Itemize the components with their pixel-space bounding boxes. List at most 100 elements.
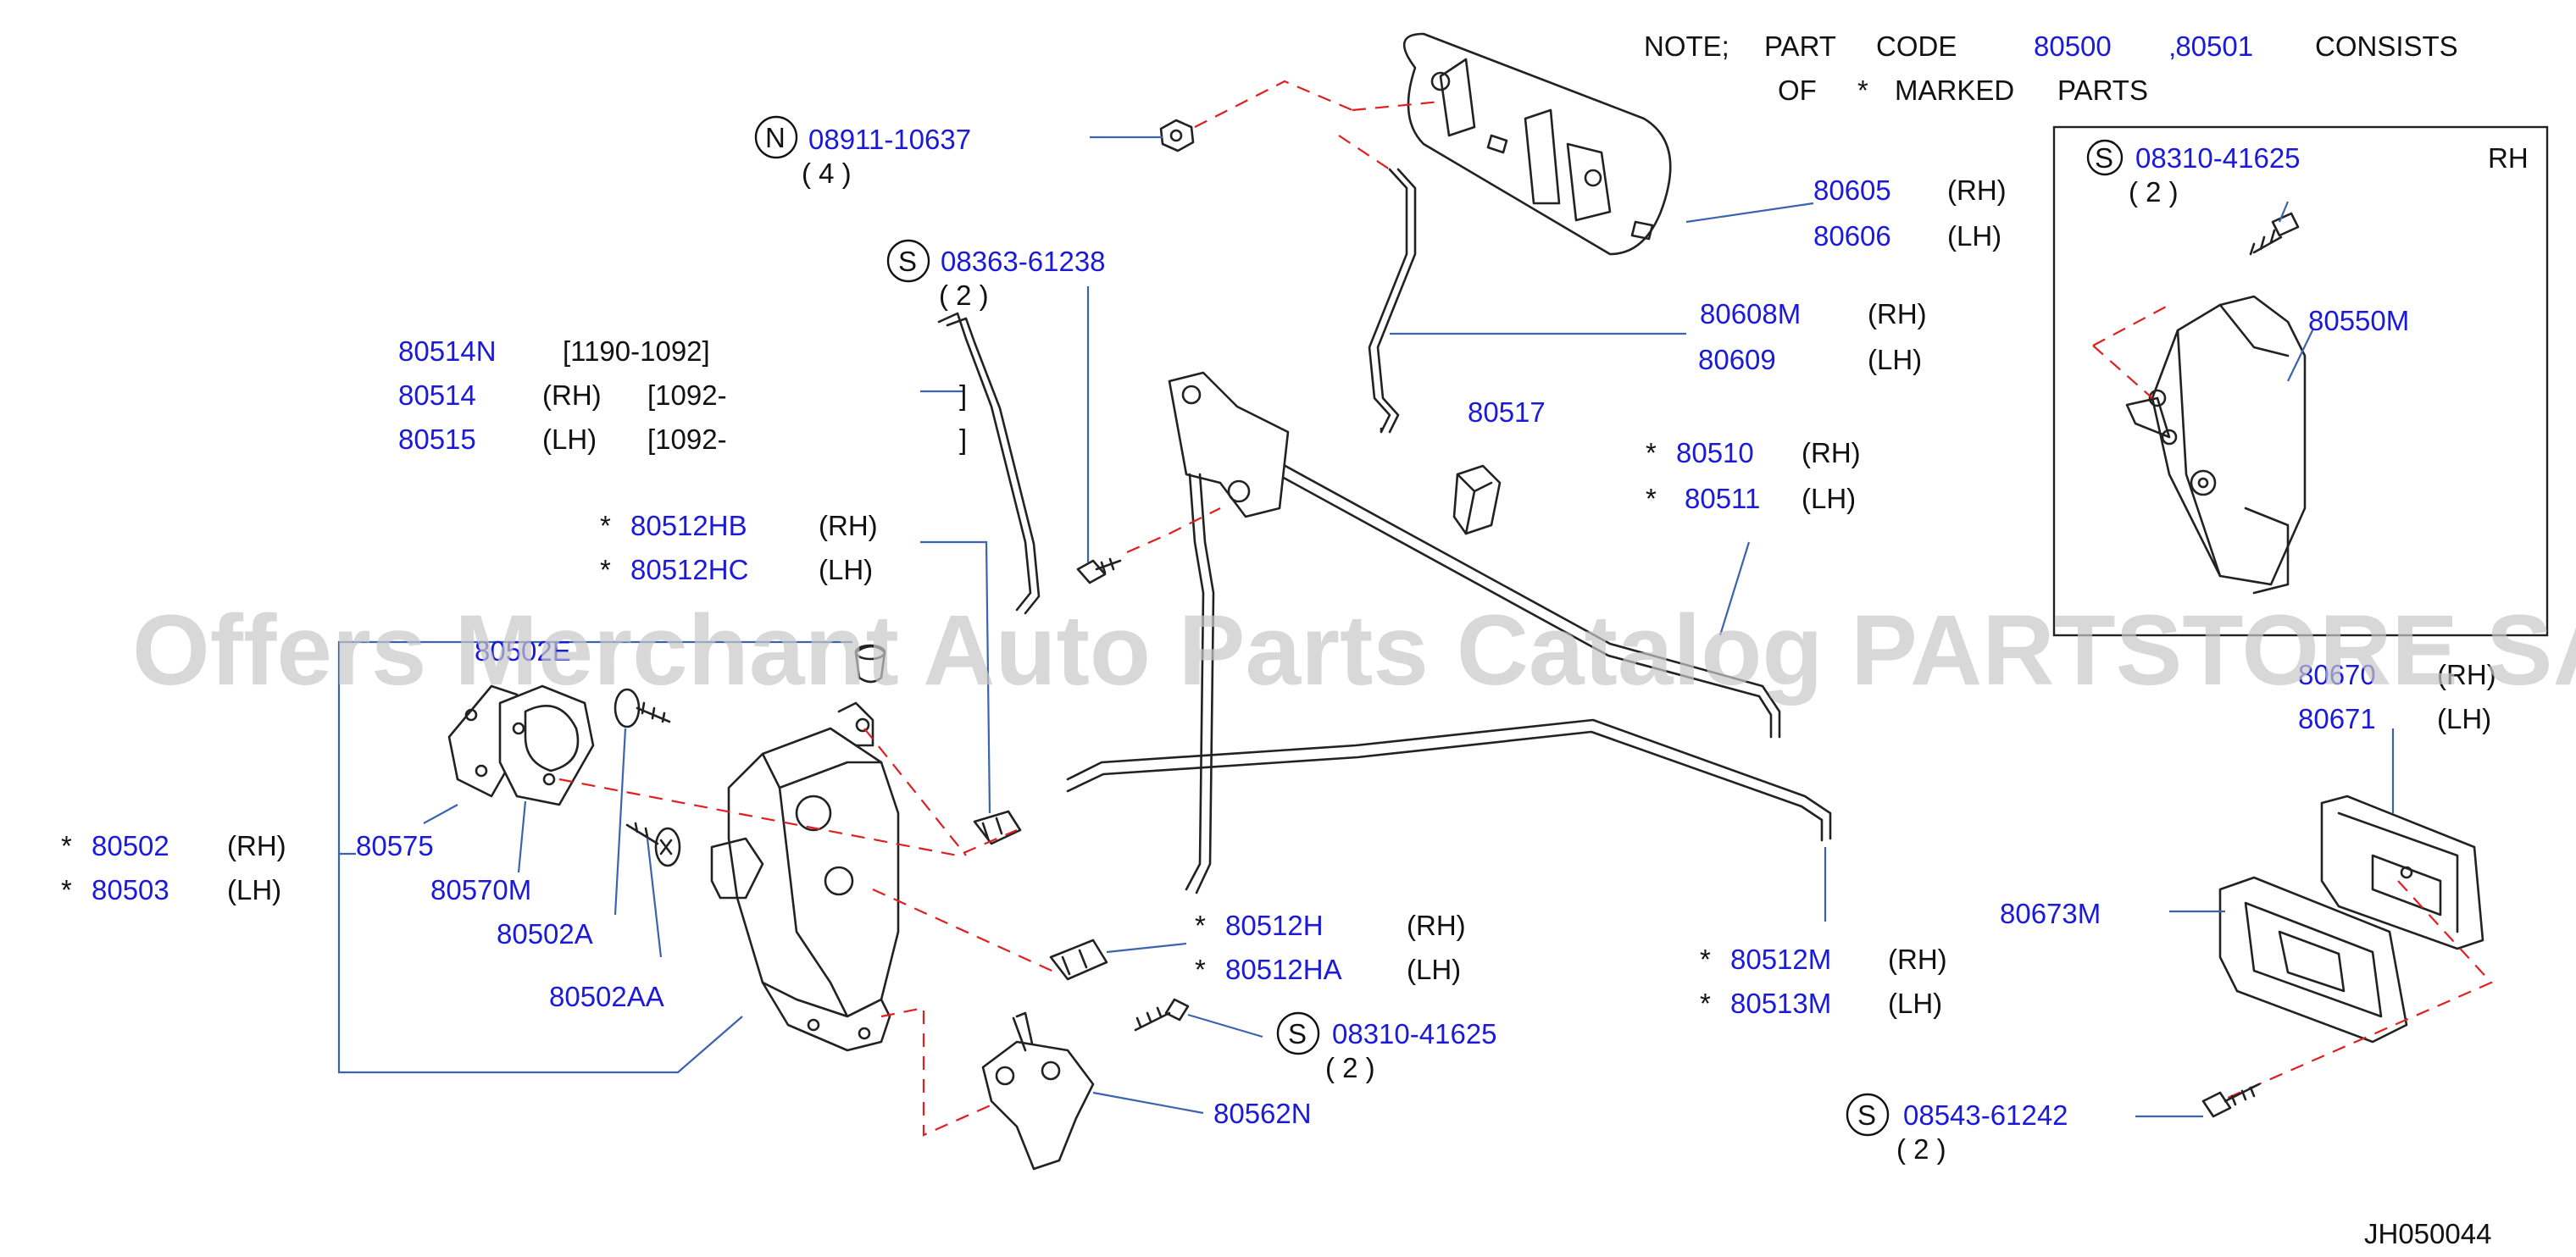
rh-80605: (RH): [1947, 174, 2007, 206]
dash-08363: [1126, 507, 1221, 554]
n-circle-icon: [754, 115, 798, 159]
qty-08310-lower: ( 2 ): [1325, 1052, 1375, 1083]
s-mark-08543: S: [1857, 1099, 1876, 1131]
lh-80511: (LH): [1802, 483, 1856, 514]
leader-80502AA: [646, 838, 663, 958]
pn-80670[interactable]: 80670: [2298, 659, 2376, 690]
pn-80606[interactable]: 80606: [1813, 220, 1891, 252]
note-label: NOTE;: [1644, 30, 1729, 62]
pn-80502A[interactable]: 80502A: [497, 918, 593, 950]
lh-80671: (LH): [2437, 703, 2491, 734]
lock-knob-80562N-icon: [981, 1011, 1095, 1171]
rod-80514-edge: [946, 317, 1041, 615]
note-star: *: [1857, 75, 1868, 106]
leader-group-80502: [337, 640, 743, 1074]
s-circle-icon-08363: [886, 239, 930, 283]
note-word-consists: CONSISTS: [2315, 30, 2458, 62]
rh-80512H: (RH): [1407, 910, 1466, 941]
pn-08310-41625-inset[interactable]: 08310-41625: [2135, 142, 2301, 174]
pn-80514N[interactable]: 80514N: [398, 335, 497, 367]
pn-80515[interactable]: 80515: [398, 424, 476, 455]
pn-80605[interactable]: 80605: [1813, 174, 1891, 206]
note-code-80500[interactable]: 80500: [2034, 30, 2112, 62]
leader-08310-lower: [1187, 1013, 1263, 1038]
pn-80562N[interactable]: 80562N: [1213, 1098, 1312, 1129]
s-circle-icon-08543: [1846, 1093, 1890, 1137]
pn-08911-10637[interactable]: 08911-10637: [808, 124, 971, 155]
pn-80503[interactable]: 80503: [92, 874, 169, 905]
door-lock-actuator-icon: [710, 701, 900, 1052]
pn-80575[interactable]: 80575: [356, 830, 434, 861]
rod-clip-80512H-icon: [1049, 939, 1108, 981]
dash-handle: [2219, 880, 2493, 1103]
rod-vertical-icon: [1185, 473, 1205, 891]
inside-handle-80550M-icon: [2125, 295, 2307, 595]
screw-80502AA-icon: [625, 822, 681, 867]
pn-80570M[interactable]: 80570M: [430, 874, 531, 905]
screw-08310-lower-icon: [1134, 998, 1190, 1032]
inset-dash-line: [2092, 304, 2170, 399]
pn-80512HB[interactable]: 80512HB: [630, 510, 747, 541]
pn-80512HA[interactable]: 80512HA: [1225, 954, 1342, 985]
note-word-code: CODE: [1876, 30, 1957, 62]
pn-80511[interactable]: 80511: [1685, 483, 1760, 514]
star-80512H: *: [1195, 910, 1206, 941]
pn-80502[interactable]: 80502: [92, 830, 169, 861]
rh-80510: (RH): [1802, 437, 1861, 468]
screw-08363-icon: [1076, 557, 1122, 584]
range-80515: [1092-: [647, 424, 727, 455]
pn-80609[interactable]: 80609: [1698, 344, 1776, 375]
inset-frame: [2052, 125, 2549, 637]
lh-80515: (LH): [542, 424, 597, 455]
s-circle-icon: [2086, 139, 2124, 176]
pn-80517[interactable]: 80517: [1468, 396, 1546, 428]
dash-lock-2: [863, 728, 967, 856]
s-mark-08310-lower: S: [1288, 1018, 1307, 1049]
pn-80512M[interactable]: 80512M: [1730, 944, 1831, 975]
rod-80608M-icon: [1368, 168, 1408, 434]
rh-80512HB: (RH): [819, 510, 878, 541]
rod-80512M-edge: [1066, 730, 1824, 842]
pn-80510[interactable]: 80510: [1676, 437, 1754, 468]
pn-80671[interactable]: 80671: [2298, 703, 2376, 734]
note-code-80501[interactable]: ‚80501: [2169, 30, 2253, 62]
star-80511: *: [1646, 483, 1657, 514]
s-mark: S: [2095, 142, 2113, 174]
qty-08310-inset: ( 2 ): [2129, 176, 2179, 208]
pn-80514[interactable]: 80514: [398, 379, 476, 411]
leader-80502A: [613, 728, 627, 916]
star-80512HC: *: [600, 554, 611, 585]
pn-80673M[interactable]: 80673M: [2000, 898, 2101, 929]
pn-80502AA[interactable]: 80502AA: [549, 981, 664, 1012]
rod-clip-hb-icon: [973, 810, 1022, 845]
pn-80513M[interactable]: 80513M: [1730, 988, 1831, 1019]
dash-nut: [1194, 80, 1441, 170]
star-80510: *: [1646, 437, 1657, 468]
screw-icon: [2249, 212, 2300, 256]
pn-80512H[interactable]: 80512H: [1225, 910, 1324, 941]
clip-80517-icon: [1452, 464, 1502, 535]
pn-08543-61242[interactable]: 08543-61242: [1903, 1099, 2068, 1131]
bracket-80515: ]: [959, 424, 967, 455]
range-80514N: [1190-1092]: [563, 335, 710, 367]
pn-80608M[interactable]: 80608M: [1700, 298, 1801, 329]
pn-80502E[interactable]: 80502E: [475, 635, 571, 667]
pn-80550M[interactable]: 80550M: [2308, 305, 2409, 336]
star-80512HA: *: [1195, 954, 1206, 985]
star-80503: *: [61, 874, 72, 905]
leader-80512H: [1106, 942, 1187, 954]
lh-80513M: (LH): [1888, 988, 1942, 1019]
leader-80562N: [1092, 1091, 1204, 1115]
pn-08363-61238[interactable]: 08363-61238: [941, 246, 1106, 277]
note-word-parts: PARTS: [2057, 75, 2148, 106]
pn-08310-41625-lower[interactable]: 08310-41625: [1332, 1018, 1497, 1049]
pn-80512HC[interactable]: 80512HC: [630, 554, 748, 585]
rh-inset: RH S 08310-41625 ( 2 ) 80550M: [2052, 125, 2549, 637]
qty-08363: ( 2 ): [939, 280, 989, 311]
remote-bracket-icon: [1168, 371, 1290, 518]
screw-80502A-icon: [613, 688, 671, 728]
rh-80608M: (RH): [1868, 298, 1927, 329]
grommet-80502E-icon: [854, 644, 886, 684]
note-word-marked: MARKED: [1895, 75, 2014, 106]
diagram-code: JH050044: [2364, 1218, 2491, 1249]
